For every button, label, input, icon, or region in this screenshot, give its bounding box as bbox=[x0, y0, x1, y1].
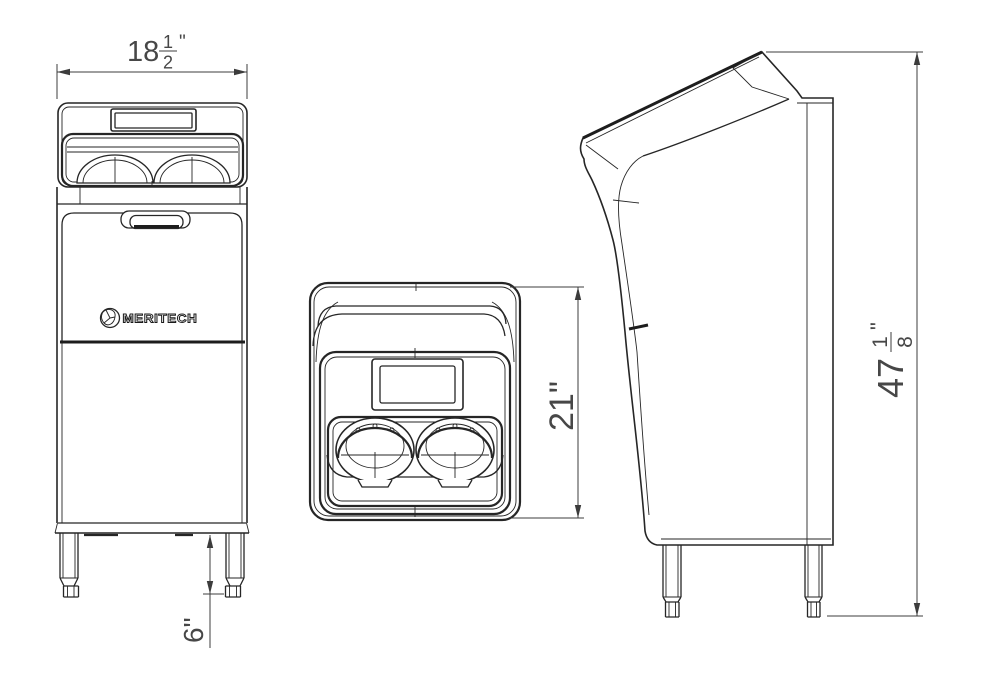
width-denominator: 2 bbox=[163, 53, 173, 73]
width-unit-mark: " bbox=[179, 32, 186, 53]
side-view bbox=[579, 50, 834, 618]
front-brand-logo: MERITECH bbox=[99, 307, 198, 329]
top-bowl-left bbox=[335, 417, 415, 488]
arrow-up-icon bbox=[574, 287, 582, 300]
front-view: MERITECH bbox=[54, 102, 250, 598]
width-dimension: 18 1 2 " bbox=[56, 32, 248, 99]
height-dimension-label: 47 1 8 " bbox=[866, 322, 917, 398]
meritech-logo-icon bbox=[99, 307, 121, 329]
front-top-section bbox=[57, 102, 248, 188]
front-display bbox=[110, 108, 197, 132]
side-legs bbox=[662, 545, 823, 618]
height-numerator: 1 bbox=[869, 336, 892, 348]
front-door: MERITECH bbox=[60, 210, 245, 523]
arrow-down-icon bbox=[206, 581, 214, 594]
height-denominator: 8 bbox=[894, 336, 917, 348]
arrow-right-icon bbox=[234, 68, 247, 76]
width-whole: 18 bbox=[127, 36, 159, 68]
arrow-down-icon bbox=[913, 603, 921, 616]
width-dimension-label: 18 1 2 " bbox=[127, 32, 186, 73]
brand-label: MERITECH bbox=[123, 314, 198, 326]
top-display bbox=[371, 358, 464, 411]
leg-height-dimension: 6" bbox=[178, 535, 224, 648]
side-panel-lines bbox=[585, 53, 833, 545]
top-hood-lines bbox=[312, 301, 515, 363]
arrow-up-icon bbox=[206, 535, 214, 548]
front-base-and-legs bbox=[54, 522, 250, 598]
height-unit-mark: " bbox=[866, 322, 891, 330]
side-outline bbox=[579, 50, 834, 546]
depth-dimension: 21" bbox=[510, 286, 584, 519]
arrow-up-icon bbox=[913, 52, 921, 65]
front-mid-band bbox=[56, 187, 248, 523]
width-numerator: 1 bbox=[163, 32, 173, 52]
front-door-handle bbox=[120, 210, 191, 230]
height-dimension: 47 1 8 " bbox=[766, 51, 923, 617]
height-whole: 47 bbox=[870, 358, 911, 398]
arrow-left-icon bbox=[57, 68, 70, 76]
leg-height-dimension-label: 6" bbox=[178, 617, 209, 643]
depth-dimension-label: 21" bbox=[543, 381, 581, 431]
arrow-down-icon bbox=[574, 505, 582, 518]
top-view bbox=[308, 281, 522, 522]
top-bowl-right bbox=[415, 417, 495, 488]
